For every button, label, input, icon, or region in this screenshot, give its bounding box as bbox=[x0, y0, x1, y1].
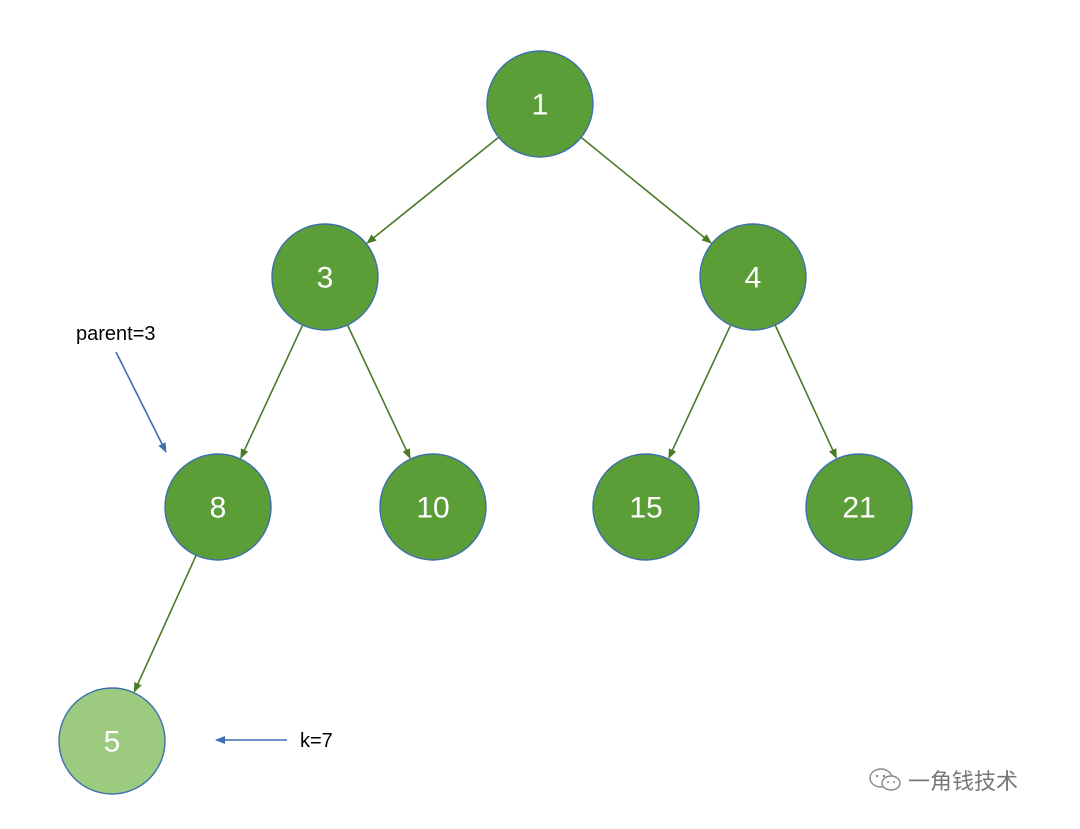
node-label: 5 bbox=[104, 726, 121, 759]
edge-n3-n10 bbox=[346, 324, 411, 460]
tree-node-15: 15 bbox=[592, 453, 700, 561]
node-circle bbox=[271, 223, 379, 331]
edge-n4-n15 bbox=[668, 324, 732, 459]
node-circle bbox=[592, 453, 700, 561]
tree-node-21: 21 bbox=[805, 453, 913, 561]
tree-node-3: 3 bbox=[271, 223, 379, 331]
edge-n4-n21 bbox=[774, 324, 838, 459]
edge-n1-n4 bbox=[580, 136, 712, 244]
node-label: 21 bbox=[842, 492, 875, 525]
wechat-icon bbox=[869, 768, 901, 791]
node-circle bbox=[379, 453, 487, 561]
node-circle bbox=[805, 453, 913, 561]
parent-label: parent=3 bbox=[76, 323, 156, 345]
watermark-text: 一角钱技术 bbox=[908, 770, 1019, 795]
parent-annotation: parent=3 bbox=[76, 323, 167, 453]
edge-n1-n3 bbox=[366, 136, 500, 244]
node-circle bbox=[699, 223, 807, 331]
node-label: 3 bbox=[317, 262, 334, 295]
tree-node-1: 1 bbox=[486, 50, 594, 158]
node-label: 10 bbox=[416, 492, 449, 525]
parent-pointer-arrow bbox=[115, 351, 167, 453]
node-label: 15 bbox=[629, 492, 662, 525]
edges-layer bbox=[133, 136, 838, 693]
watermark: 一角钱技术 bbox=[868, 764, 1018, 796]
node-circle bbox=[164, 453, 272, 561]
edge-n3-n8 bbox=[240, 324, 304, 459]
node-circle bbox=[486, 50, 594, 158]
tree-node-10: 10 bbox=[379, 453, 487, 561]
tree-node-8: 8 bbox=[164, 453, 272, 561]
node-label: 4 bbox=[745, 262, 762, 295]
edge-n8-n5 bbox=[133, 554, 197, 693]
tree-node-4: 4 bbox=[699, 223, 807, 331]
nodes-layer: 1 3 4 8 10 15 21 5 bbox=[58, 50, 913, 795]
node-circle bbox=[58, 687, 166, 795]
node-label: 1 bbox=[532, 89, 549, 122]
k-annotation: k=7 bbox=[215, 730, 333, 752]
k-label: k=7 bbox=[300, 730, 333, 752]
tree-node-5: 5 bbox=[58, 687, 166, 795]
node-label: 8 bbox=[210, 492, 227, 525]
